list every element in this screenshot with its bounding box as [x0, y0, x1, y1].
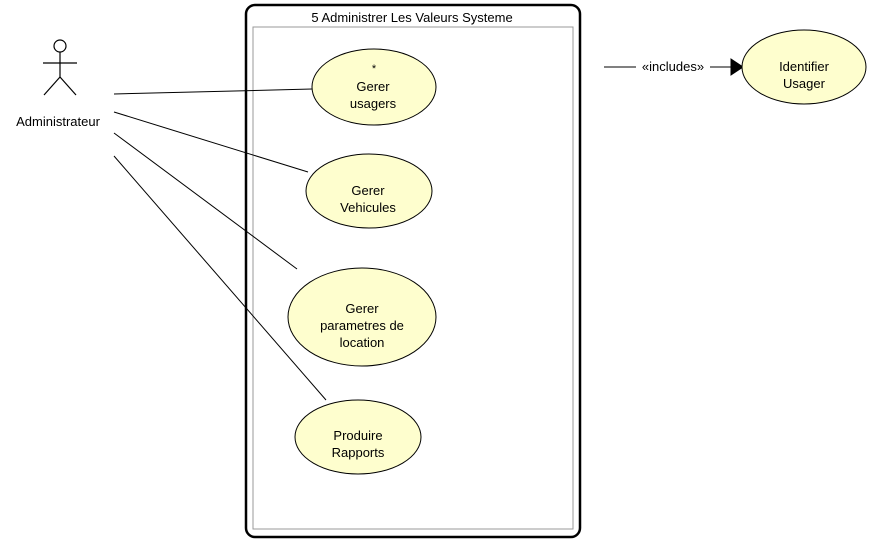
includes-label: «includes»: [642, 59, 704, 74]
use-case-label-line1: Gerer: [351, 183, 385, 198]
use-case-label-line2: parametres de: [320, 318, 404, 333]
use-case-label-line1: Produire: [333, 428, 382, 443]
use-case-label-line1: Gerer: [356, 79, 390, 94]
use-case-label-line2: Vehicules: [340, 200, 396, 215]
association-gerer-usagers: [113, 88, 313, 95]
includes-relation: «includes»: [604, 58, 744, 76]
use-case-gerer-usagers[interactable]: * Gerer usagers: [311, 48, 437, 126]
use-case-label-line3: location: [340, 335, 385, 350]
association-lines: [113, 88, 327, 401]
actor-icon: [43, 39, 77, 96]
association-gerer-parametres: [113, 132, 298, 270]
use-case-label-line1: Identifier: [779, 59, 830, 74]
use-case-label-line1: Gerer: [345, 301, 379, 316]
use-case-label-line2: Usager: [783, 76, 826, 91]
use-case-mark: *: [372, 63, 377, 75]
use-case-gerer-parametres[interactable]: Gerer parametres de location: [287, 267, 437, 367]
arrowhead-icon: [730, 58, 744, 76]
association-produire-rapports: [113, 155, 327, 401]
system-title: 5 Administrer Les Valeurs Systeme: [311, 10, 512, 25]
use-case-label-line2: Rapports: [332, 445, 385, 460]
association-gerer-vehicules: [113, 111, 309, 173]
system-inner-frame: [252, 26, 574, 530]
use-case-gerer-vehicules[interactable]: Gerer Vehicules: [305, 153, 433, 229]
use-case-label-line2: usagers: [350, 96, 397, 111]
use-case-produire-rapports[interactable]: Produire Rapports: [294, 399, 422, 475]
use-case-identifier-usager[interactable]: Identifier Usager: [741, 29, 867, 105]
actor-label: Administrateur: [16, 114, 100, 129]
